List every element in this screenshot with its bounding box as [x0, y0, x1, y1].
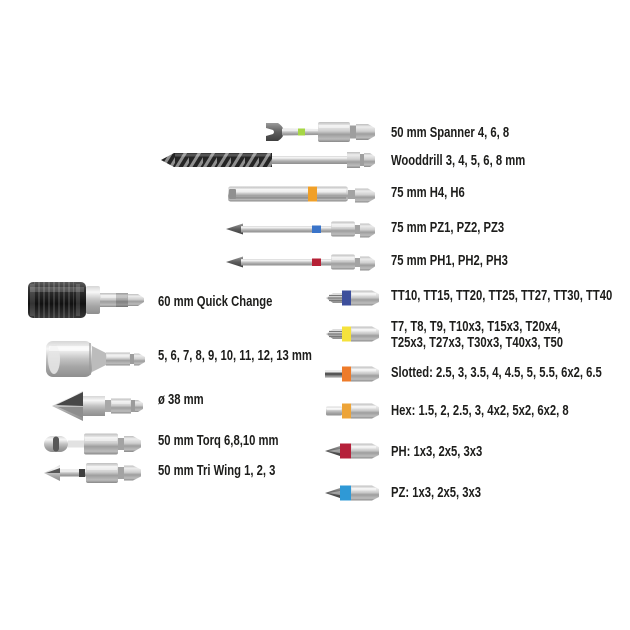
pz75-bit-illustration: [226, 221, 375, 238]
ph-band: [340, 443, 351, 459]
t-bit-label-line2: T25x3, T27x3, T30x3, T40x3, T50: [391, 334, 563, 351]
t-bit-illustration: [326, 326, 379, 342]
tri-wing-bit-illustration: [44, 463, 141, 483]
ph75-label: 75 mm PH1, PH2, PH3: [391, 252, 508, 269]
t-bit-label: T7, T8, T9, T10x3, T15x3, T20x4, T25x3, …: [391, 319, 563, 351]
hex-bit-label: Hex: 1.5, 2, 2.5, 3, 4x2, 5x2, 6x2, 8: [391, 402, 569, 419]
countersink-label: ø 38 mm: [158, 391, 204, 408]
hex-bit-illustration: [326, 403, 379, 419]
pz75-label: 75 mm PZ1, PZ2, PZ3: [391, 219, 505, 236]
ph75-band: [312, 258, 321, 266]
tt-band: [342, 290, 351, 306]
slotted-band: [342, 366, 351, 382]
socket-driver-illustration: [46, 341, 145, 377]
socket-driver-label: 5, 6, 7, 8, 9, 10, 11, 12, 13 mm: [158, 347, 312, 364]
ph75-bit-illustration: [226, 254, 375, 271]
torq-bit-label: 50 mm Torq 6,8,10 mm: [158, 432, 279, 449]
torq-bit-illustration: [44, 433, 141, 455]
hex75-band: [308, 186, 317, 202]
ph-bit-label: PH: 1x3, 2x5, 3x3: [391, 443, 483, 460]
hex75-label: 75 mm H4, H6: [391, 184, 465, 201]
pz-band: [340, 485, 351, 501]
slotted-bit-label: Slotted: 2.5, 3, 3.5, 4, 4.5, 5, 5.5, 6x…: [391, 364, 602, 381]
wooddrill-illustration: [161, 152, 375, 168]
spanner-band: [298, 128, 305, 136]
hex75-bit-illustration: [228, 186, 375, 203]
pz75-band: [312, 225, 321, 233]
pz-bit-label: PZ: 1x3, 2x5, 3x3: [391, 484, 482, 501]
tt-bit-illustration: [326, 290, 379, 306]
pz-bit-illustration: [325, 485, 379, 501]
slotted-bit-illustration: [325, 366, 379, 382]
t-band: [342, 326, 351, 342]
tri-wing-bit-label: 50 mm Tri Wing 1, 2, 3: [158, 462, 276, 479]
spanner-label: 50 mm Spanner 4, 6, 8: [391, 124, 510, 141]
quick-change-illustration: [28, 282, 144, 318]
ph-bit-illustration: [325, 443, 379, 459]
spanner-bit-illustration: [266, 122, 375, 142]
wooddrill-label: Wooddrill 3, 4, 5, 6, 8 mm: [391, 152, 526, 169]
quick-change-label: 60 mm Quick Change: [158, 293, 273, 310]
tt-bit-label: TT10, TT15, TT20, TT25, TT27, TT30, TT40: [391, 287, 613, 304]
t-bit-label-line1: T7, T8, T9, T10x3, T15x3, T20x4,: [391, 318, 561, 335]
hex-band: [342, 403, 351, 419]
countersink-illustration: [52, 391, 143, 421]
